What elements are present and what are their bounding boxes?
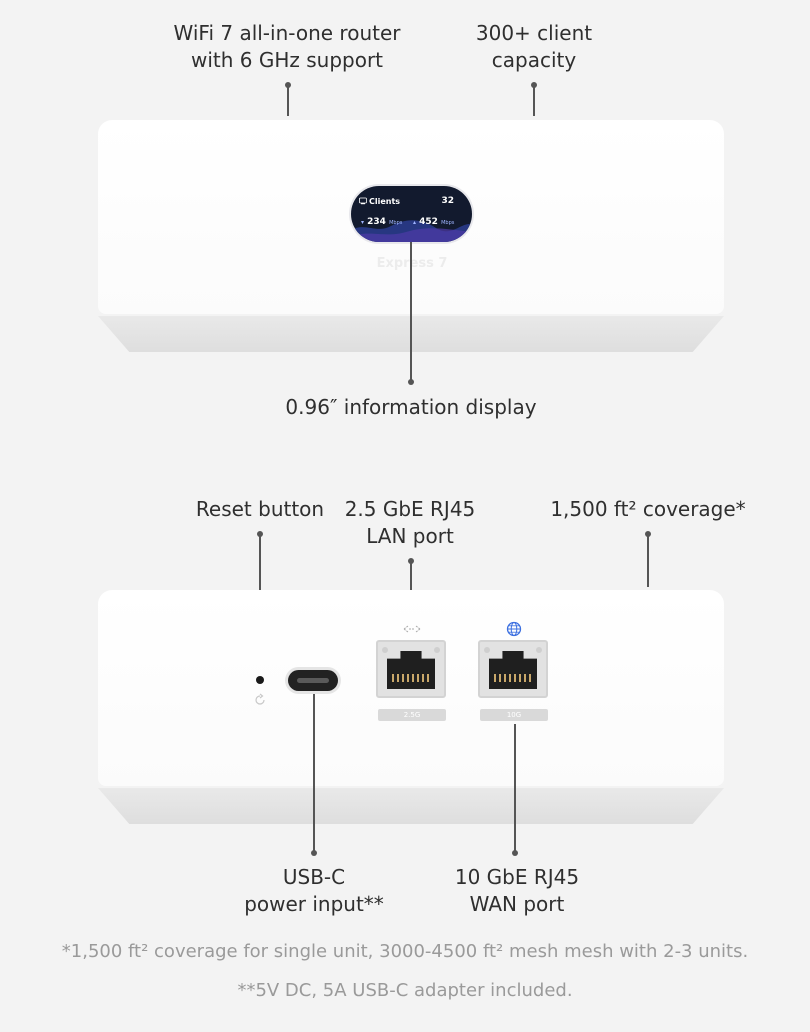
lan-port-label: 2.5 GbE RJ45 LAN port xyxy=(344,497,476,548)
lan-rj45-port[interactable] xyxy=(376,640,446,698)
lan-port-socket xyxy=(387,651,435,689)
router-feature-label: WiFi 7 all-in-one router with 6 GHz supp… xyxy=(173,21,401,72)
reset-icon xyxy=(255,693,265,705)
lan-port-led-right xyxy=(434,647,440,653)
arrows-lan-icon xyxy=(403,625,421,633)
display-clients-label: Clients xyxy=(369,197,401,206)
coverage-label: 1,500 ft² coverage* xyxy=(550,497,746,521)
capacity-label: 300+ client capacity xyxy=(475,21,593,72)
router-back-base xyxy=(98,788,724,824)
lan-port-led-left xyxy=(382,647,388,653)
coverage-footnote: *1,500 ft² coverage for single unit, 300… xyxy=(61,941,749,962)
display-callout-line xyxy=(410,242,412,382)
display-clients-count: 32 xyxy=(441,196,454,206)
router-icon xyxy=(359,197,367,205)
wan-port-socket xyxy=(489,651,537,689)
lan-callout-line xyxy=(410,560,412,618)
usbc-callout-dot xyxy=(311,850,317,856)
lan-port-tag: 2.5G xyxy=(378,709,446,721)
display-download-stat: ▾ 234 Mbps xyxy=(361,217,403,227)
wan-port-label: 10 GbE RJ45 WAN port xyxy=(454,865,580,916)
adapter-footnote: **5V DC, 5A USB-C adapter included. xyxy=(237,980,573,1001)
reset-button-label: Reset button xyxy=(195,497,325,521)
display-wave-graph xyxy=(351,220,472,242)
display-callout-dot xyxy=(408,379,414,385)
router-callout-dot xyxy=(285,82,291,88)
router-callout-line xyxy=(287,86,289,116)
wan-port-tag: 10G xyxy=(480,709,548,721)
wan-port-led-right xyxy=(536,647,542,653)
coverage-callout-line xyxy=(647,533,649,587)
reset-button[interactable] xyxy=(256,676,264,684)
usb-c-power-port[interactable] xyxy=(288,670,338,691)
wan-callout-line xyxy=(514,724,516,852)
usbc-callout-line xyxy=(313,694,315,852)
capacity-callout-dot xyxy=(531,82,537,88)
display-label: 0.96″ information display xyxy=(285,395,537,419)
capacity-callout-line xyxy=(533,86,535,116)
wan-rj45-port[interactable] xyxy=(478,640,548,698)
display-upload-stat: ▴ 452 Mbps xyxy=(413,217,455,227)
information-display: Clients 32 ▾ 234 Mbps ▴ 452 Mbps xyxy=(351,186,472,242)
wan-port-led-left xyxy=(484,647,490,653)
brand-logo: Express 7 xyxy=(376,256,448,271)
wan-callout-dot xyxy=(512,850,518,856)
wan-port-pins xyxy=(494,674,532,682)
globe-icon xyxy=(506,621,522,637)
usbc-label: USB-C power input** xyxy=(244,865,384,916)
lan-port-pins xyxy=(392,674,430,682)
